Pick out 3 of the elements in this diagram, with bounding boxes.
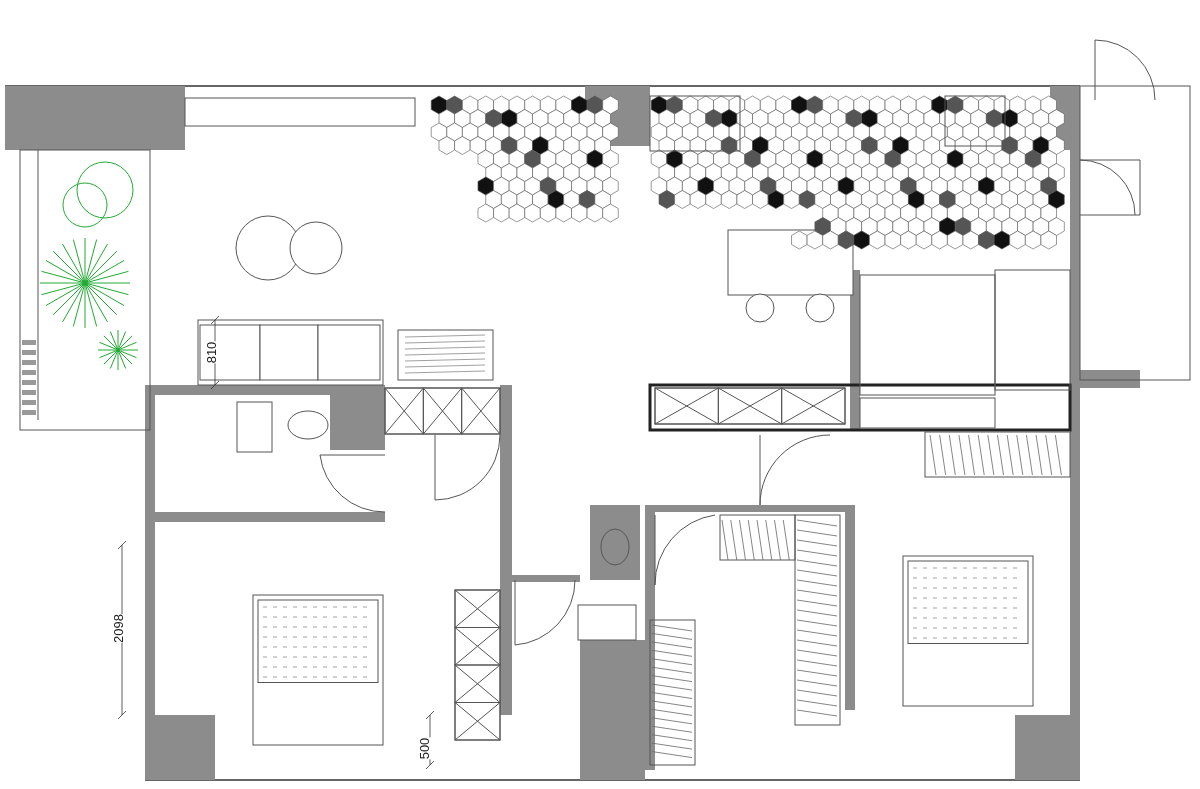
dimension-label: 810 <box>205 341 219 363</box>
dimension-label: 500 <box>418 737 432 759</box>
dimension-label: 2098 <box>111 613 125 643</box>
